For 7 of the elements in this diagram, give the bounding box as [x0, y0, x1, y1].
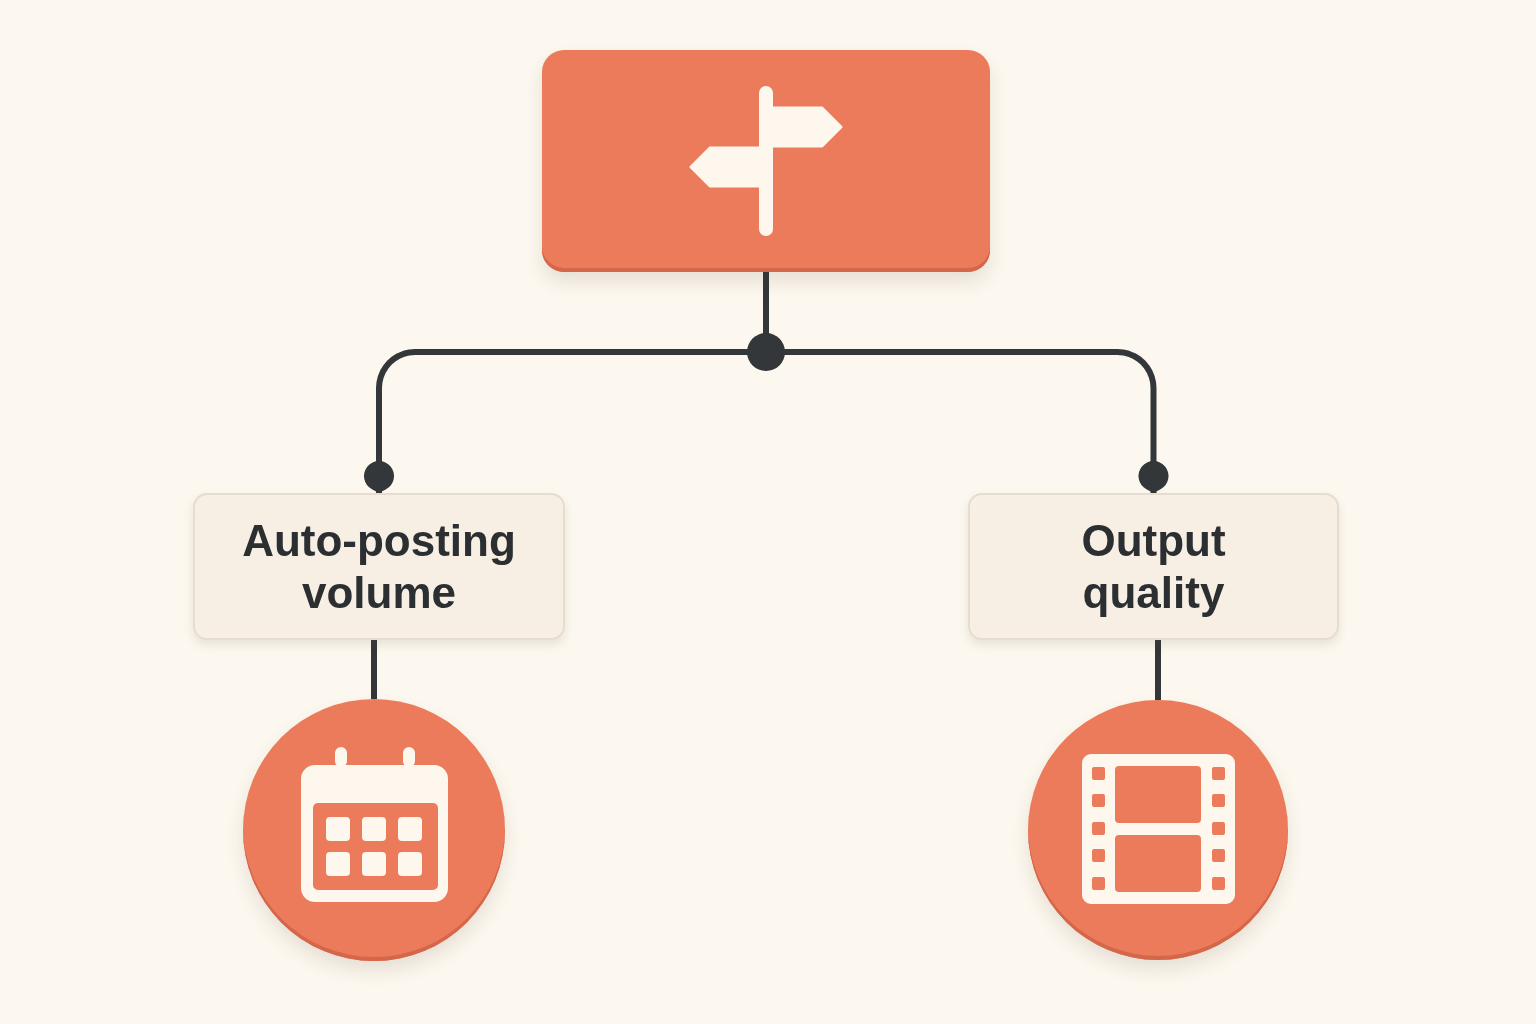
node-label: Output quality	[1080, 514, 1227, 619]
node-label: Auto-posting volume	[241, 514, 517, 619]
icon-panel	[542, 50, 990, 272]
connector-line	[1155, 640, 1161, 700]
connector-line	[371, 640, 377, 699]
label-card	[193, 493, 565, 640]
label-card	[968, 493, 1339, 640]
